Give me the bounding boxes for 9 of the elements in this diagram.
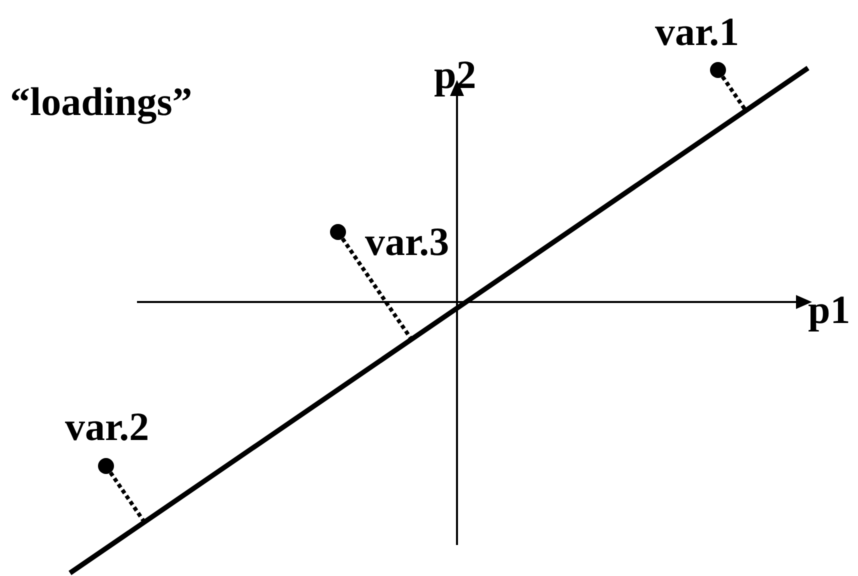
variable-label: var.1 (655, 12, 740, 52)
projection-line (720, 75, 747, 111)
variable-label: var.3 (365, 222, 450, 262)
projection-line (340, 237, 413, 340)
variable-label: var.2 (65, 407, 150, 447)
projection-line (108, 471, 146, 522)
axis-label: p2 (434, 55, 476, 95)
axis-label: “loadings” (10, 82, 192, 122)
axis-label: p1 (808, 290, 850, 330)
